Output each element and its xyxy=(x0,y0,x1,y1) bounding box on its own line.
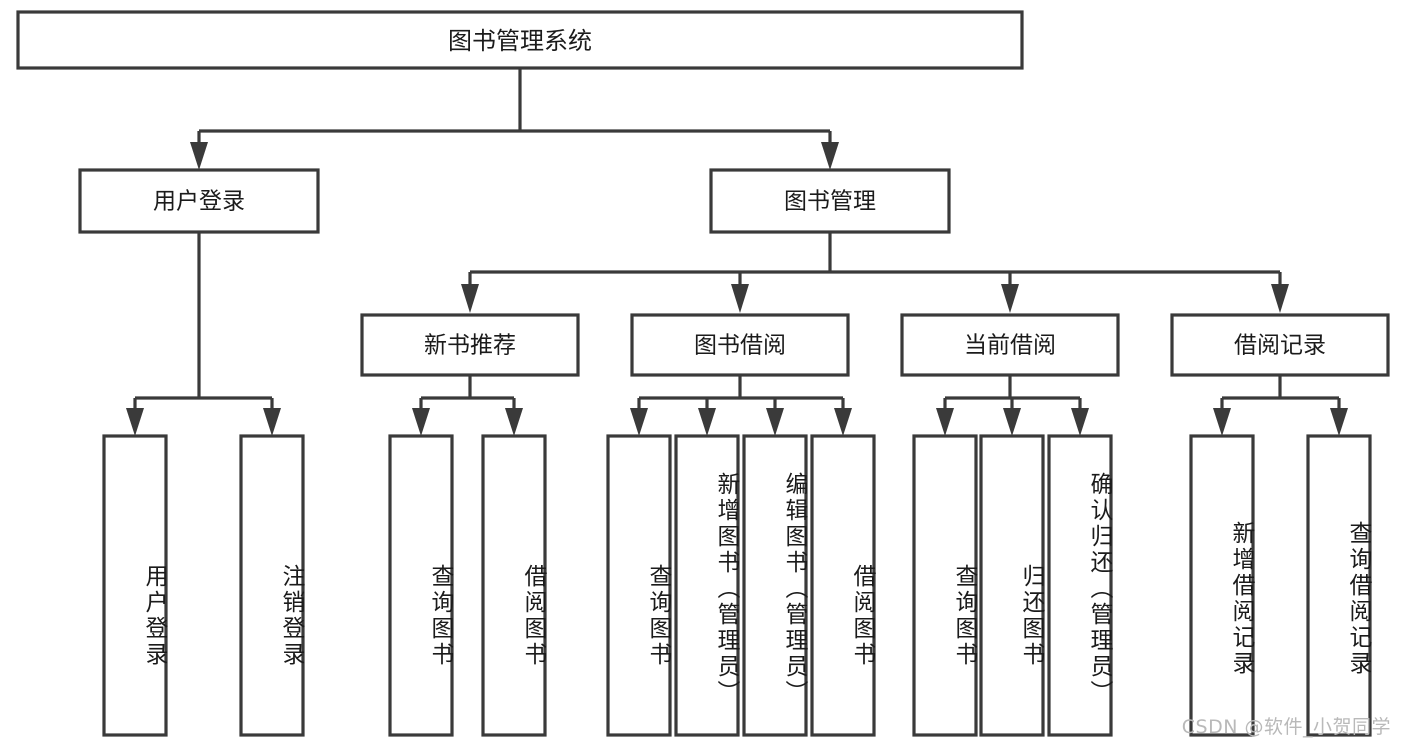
node-leaf-query-record[interactable] xyxy=(1306,434,1372,737)
node-leaf-query-book-3[interactable] xyxy=(912,434,978,737)
watermark-text: CSDN @软件_小贺同学 xyxy=(1181,716,1391,738)
node-leaf-borrow-book-1[interactable] xyxy=(481,434,547,737)
node-leaf-user-login[interactable] xyxy=(102,434,168,737)
node-book-management-label: 图书管理 xyxy=(784,189,876,215)
node-user-login-label: 用户登录 xyxy=(153,189,245,215)
connector-root-to-level2 xyxy=(190,68,839,170)
node-leaf-edit-book[interactable] xyxy=(742,434,808,737)
node-leaf-borrow-book-2[interactable] xyxy=(810,434,876,737)
node-book-borrow-label: 图书借阅 xyxy=(694,333,786,359)
node-user-login[interactable]: 用户登录 xyxy=(78,168,320,234)
connector-currentborrow-to-leaves xyxy=(936,375,1089,436)
node-new-book-recommend[interactable]: 新书推荐 xyxy=(360,313,580,377)
node-leaf-confirm-return[interactable] xyxy=(1047,434,1113,737)
connector-userlogin-to-leaves xyxy=(126,232,281,436)
node-current-borrow-label: 当前借阅 xyxy=(964,333,1056,359)
node-borrow-record-label: 借阅记录 xyxy=(1234,333,1326,359)
node-book-borrow[interactable]: 图书借阅 xyxy=(630,313,850,377)
node-leaf-return-book[interactable] xyxy=(979,434,1045,737)
node-leaf-query-book-2[interactable] xyxy=(606,434,672,737)
connector-bookmgmt-to-level3 xyxy=(461,232,1289,313)
node-leaf-add-book[interactable] xyxy=(674,434,740,737)
node-leaf-query-book-1[interactable] xyxy=(388,434,454,737)
node-new-book-recommend-label: 新书推荐 xyxy=(424,333,516,359)
node-book-management[interactable]: 图书管理 xyxy=(709,168,951,234)
node-root[interactable]: 图书管理系统 xyxy=(16,10,1024,70)
node-current-borrow[interactable]: 当前借阅 xyxy=(900,313,1120,377)
connector-newbook-to-leaves xyxy=(412,375,523,436)
node-borrow-record[interactable]: 借阅记录 xyxy=(1170,313,1390,377)
connector-bookborrow-to-leaves xyxy=(630,375,852,436)
connector-borrowrecord-to-leaves xyxy=(1213,375,1348,436)
node-leaf-logout-login[interactable] xyxy=(239,434,305,737)
node-leaf-add-record[interactable] xyxy=(1189,434,1255,737)
node-root-label: 图书管理系统 xyxy=(448,27,592,55)
